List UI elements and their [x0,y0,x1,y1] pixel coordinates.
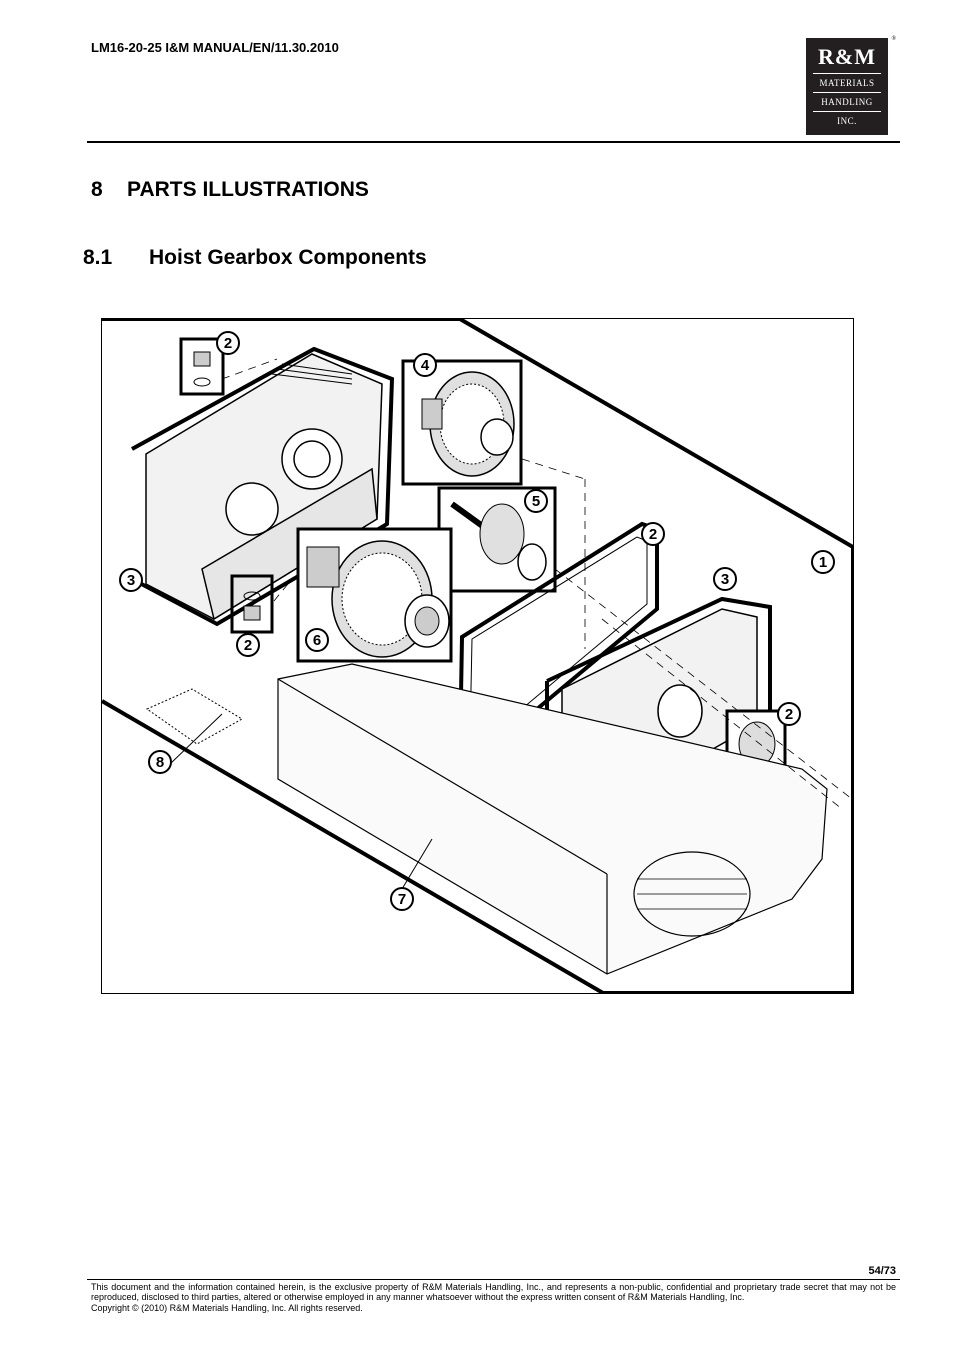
copyright-text: Copyright © (2010) R&M Materials Handlin… [91,1303,363,1313]
logo-line-1: MATERIALS [819,78,875,88]
logo-main: R&M [818,44,876,69]
logo-line-3: INC. [837,116,857,126]
callout-4-label: 4 [421,357,430,374]
assembly-lines [221,358,853,810]
callout-2-lower: 2 [236,633,260,657]
callout-2-gasket: 2 [641,522,665,546]
company-logo: ® R&M MATERIALS HANDLING INC. [806,36,896,135]
exploded-parts-illustration: 1 2 2 2 2 3 3 [101,318,854,994]
callout-4: 4 [413,353,437,377]
registered-mark: ® [891,36,896,42]
motor-shroud [277,663,828,975]
subsection-number: 8.1 [83,246,113,269]
callout-5: 5 [524,489,548,513]
callout-2-cap: 2 [777,702,801,726]
logo-line-2: HANDLING [821,97,873,107]
callout-8: 8 [148,750,172,774]
callout-2-top-label: 2 [224,335,232,352]
callout-5-label: 5 [532,493,540,510]
plug-top [179,337,225,396]
callout-8-label: 8 [156,754,164,771]
callout-2-gasket-label: 2 [649,526,657,543]
plug-lower [230,574,274,634]
callout-2-cap-label: 2 [785,706,793,723]
callout-1: 1 [811,550,835,574]
page-number: 54/73 [868,1265,896,1277]
label-plate [145,688,243,745]
callout-2-lower-label: 2 [244,637,252,654]
gear-item-4 [401,359,523,486]
gear-housing [131,346,395,627]
header-rule [87,141,900,143]
callout-3-housing-label: 3 [127,572,135,589]
callout-7-label: 7 [398,891,406,908]
document-code: LM16-20-25 I&M MANUAL/EN/11.30.2010 [91,40,339,55]
callout-3-cover: 3 [713,567,737,591]
subsection-heading: 8.1 Hoist Gearbox Components [83,246,427,270]
section-number: 8 [91,178,103,201]
disclaimer-text: This document and the information contai… [91,1282,896,1302]
gearbox-drawing: 1 2 2 2 2 3 3 [102,319,853,993]
callout-7: 7 [390,887,414,911]
callout-6: 6 [305,628,329,652]
callout-2-top: 2 [216,331,240,355]
footer-rule [87,1279,900,1280]
subsection-title: Hoist Gearbox Components [149,246,427,269]
gear-item-6 [296,527,453,663]
section-heading: 8 PARTS ILLUSTRATIONS [91,178,369,202]
callout-3-cover-label: 3 [721,571,729,588]
kit-outline [102,319,853,993]
section-title: PARTS ILLUSTRATIONS [127,178,369,201]
callout-badges: 1 2 2 2 2 3 3 [119,331,835,911]
callout-1-label: 1 [819,554,827,571]
callout-3-housing: 3 [119,568,143,592]
leader-lines [169,713,433,890]
callout-6-label: 6 [313,632,321,649]
